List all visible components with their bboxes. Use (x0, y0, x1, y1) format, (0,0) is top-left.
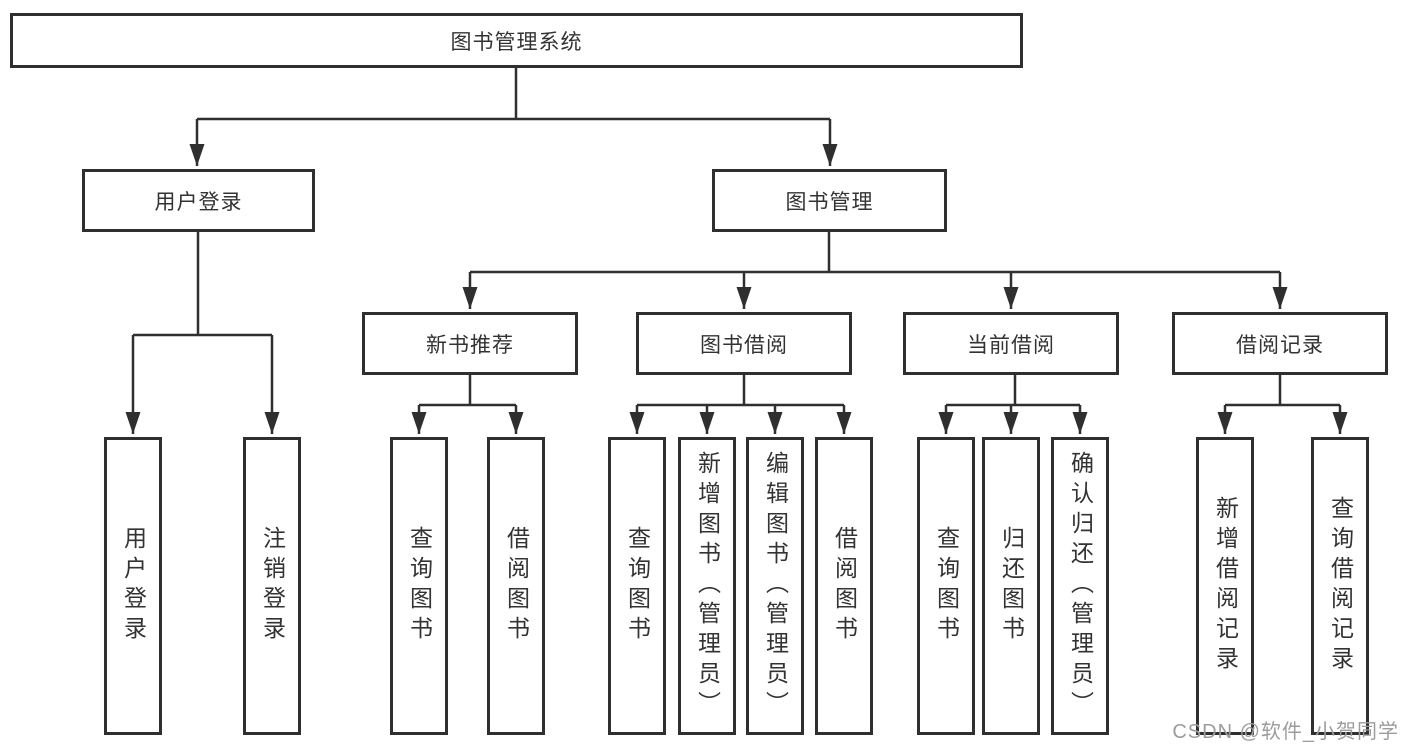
node-current-borrow-label: 当前借阅 (967, 333, 1055, 357)
leaf-logout: 注销登录 (243, 437, 301, 735)
connector-new-book-trunk (419, 375, 516, 407)
leaf-bb-query-books: 查询图书 (608, 437, 666, 735)
leaf-nb-query-books-label: 查询图书 (406, 526, 433, 646)
leaf-user-login-label: 用户登录 (120, 526, 147, 646)
leaf-logout-label: 注销登录 (259, 526, 286, 646)
connector-root-trunk (197, 68, 830, 121)
node-borrow-records-label: 借阅记录 (1236, 333, 1324, 357)
node-borrow-records: 借阅记录 (1172, 312, 1388, 375)
leaf-cb-confirm-return-admin-label: 确认归还（管理员） (1067, 451, 1094, 721)
leaf-bb-edit-books-admin: 编辑图书（管理员） (746, 437, 804, 735)
node-book-management: 图书管理 (712, 169, 947, 232)
node-book-borrow-label: 图书借阅 (700, 333, 788, 357)
leaf-nb-query-books: 查询图书 (390, 437, 448, 735)
connector-book-borrow-trunk (637, 375, 844, 407)
leaf-cb-query-books-label: 查询图书 (933, 526, 960, 646)
node-current-borrow: 当前借阅 (903, 312, 1119, 375)
leaf-bb-borrow-books-label: 借阅图书 (831, 526, 858, 646)
leaf-bb-add-books-admin: 新增图书（管理员） (678, 437, 736, 735)
node-book-borrow: 图书借阅 (636, 312, 852, 375)
leaf-rec-add-record: 新增借阅记录 (1196, 437, 1254, 735)
leaf-rec-query-record: 查询借阅记录 (1311, 437, 1369, 735)
connector-book-management-trunk (470, 232, 1280, 274)
leaf-cb-confirm-return-admin: 确认归还（管理员） (1051, 437, 1109, 735)
leaf-bb-add-books-admin-label: 新增图书（管理员） (694, 451, 721, 721)
connector-current-trunk (946, 375, 1080, 407)
node-user-login: 用户登录 (82, 169, 315, 232)
leaf-rec-add-record-label: 新增借阅记录 (1212, 496, 1239, 676)
node-new-book-recommend: 新书推荐 (362, 312, 578, 375)
leaf-nb-borrow-books-label: 借阅图书 (503, 526, 530, 646)
leaf-cb-query-books: 查询图书 (917, 437, 975, 735)
leaf-user-login: 用户登录 (104, 437, 162, 735)
leaf-cb-return-books-label: 归还图书 (998, 526, 1025, 646)
connector-user-login-trunk (133, 232, 272, 337)
leaf-bb-edit-books-admin-label: 编辑图书（管理员） (762, 451, 789, 721)
node-user-login-label: 用户登录 (154, 190, 243, 214)
csdn-watermark: CSDN @软件_小贺同学 (1172, 721, 1399, 743)
connector-records-trunk (1225, 375, 1340, 407)
node-book-management-label: 图书管理 (785, 190, 874, 214)
leaf-bb-borrow-books: 借阅图书 (815, 437, 873, 735)
node-new-book-label: 新书推荐 (426, 333, 514, 357)
node-root-label: 图书管理系统 (450, 30, 583, 54)
leaf-cb-return-books: 归还图书 (982, 437, 1040, 735)
leaf-rec-query-record-label: 查询借阅记录 (1327, 496, 1354, 676)
leaf-bb-query-books-label: 查询图书 (624, 526, 651, 646)
node-root-system: 图书管理系统 (10, 13, 1023, 68)
leaf-nb-borrow-books: 借阅图书 (487, 437, 545, 735)
